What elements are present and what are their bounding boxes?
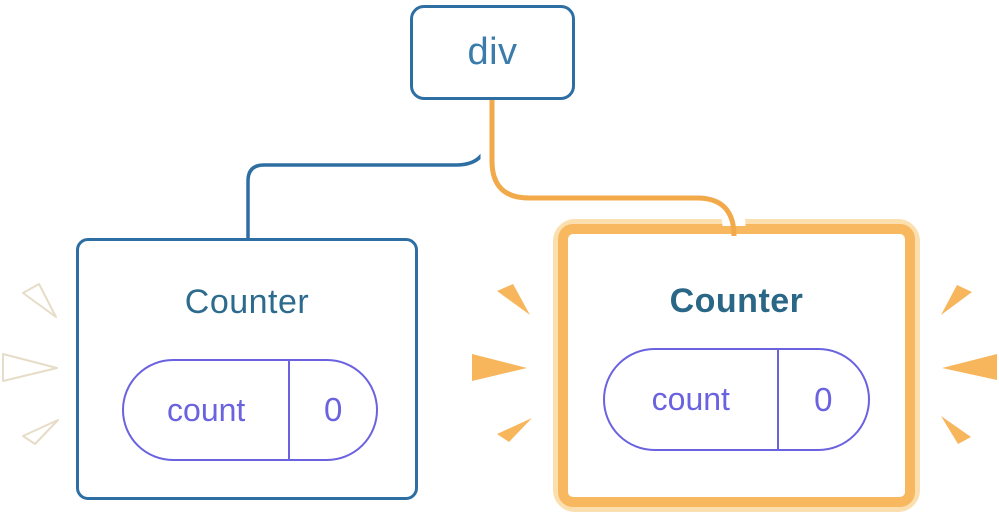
left-state-key: count — [124, 361, 291, 459]
root-node: div — [410, 5, 575, 100]
left-counter-card: Counter count 0 — [76, 238, 418, 500]
burst-marks-right-counter-left — [472, 284, 532, 442]
burst-mark-icon — [22, 283, 57, 318]
burst-mark-icon — [942, 354, 997, 380]
edge-div-to-left-counter — [246, 100, 490, 240]
burst-mark-icon — [941, 285, 972, 315]
burst-mark-icon — [22, 419, 59, 445]
burst-mark-icon — [497, 284, 530, 315]
edge-orange-casing — [480, 100, 746, 227]
right-counter-state-pill: count 0 — [603, 348, 870, 451]
burst-mark-icon — [2, 353, 58, 382]
edge-div-to-right-counter — [489, 100, 737, 237]
right-state-value: 0 — [814, 380, 833, 418]
root-node-label: div — [467, 31, 518, 73]
burst-marks-right-counter-right — [941, 285, 997, 444]
right-counter-card: Counter count 0 — [553, 219, 920, 512]
left-counter-state-pill: count 0 — [122, 359, 378, 461]
burst-marks-left-counter — [2, 283, 59, 445]
right-counter-card-inner: Counter count 0 — [558, 224, 915, 507]
right-counter-title: Counter — [669, 282, 804, 320]
burst-mark-icon — [472, 354, 527, 381]
burst-mark-icon — [941, 416, 971, 444]
right-state-key: count — [605, 350, 779, 449]
left-counter-title: Counter — [184, 283, 310, 321]
burst-mark-icon — [497, 418, 532, 442]
left-state-value: 0 — [323, 391, 343, 428]
